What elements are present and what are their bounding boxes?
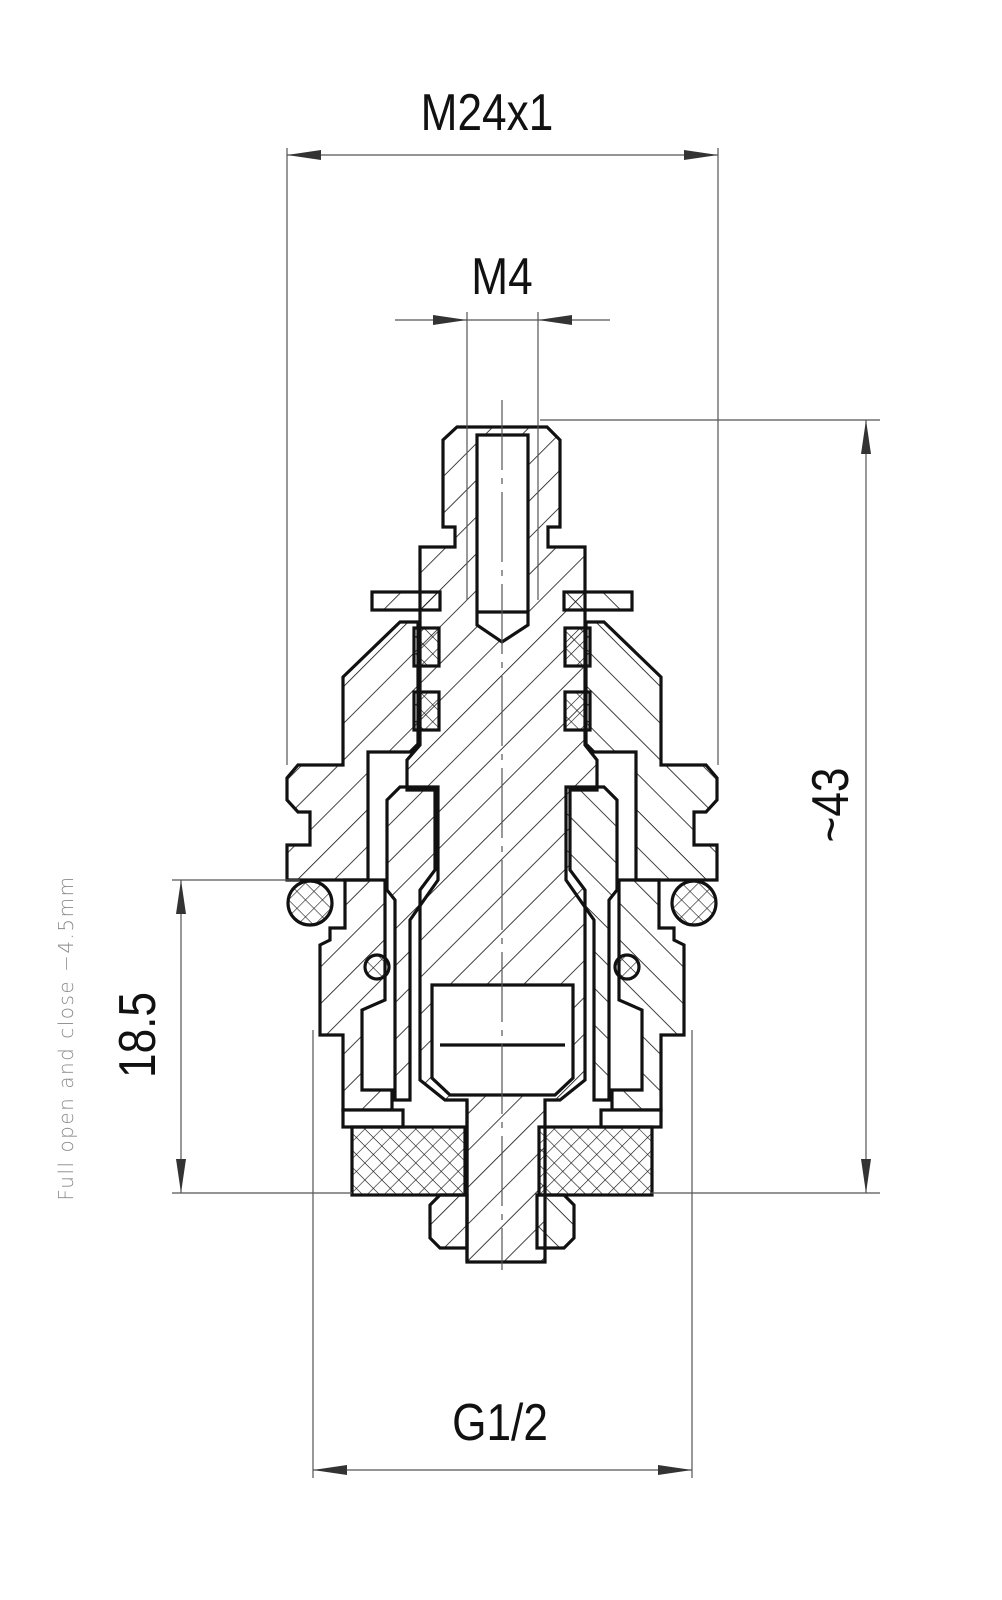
dim-label-height: ~43 <box>802 768 860 843</box>
o-ring-large <box>286 879 334 927</box>
dim-height: ~43 <box>540 419 880 1194</box>
knob-insert <box>350 1125 467 1197</box>
dim-label-stroke: 18.5 <box>109 992 167 1078</box>
o-ring-small <box>363 953 391 981</box>
dim-label-m24x1: M24x1 <box>421 84 554 142</box>
dim-m4: M4 <box>395 248 610 600</box>
stroke-note: Full open and close −4.5mm <box>54 875 78 1200</box>
body-lower <box>318 878 394 1112</box>
dim-label-m4: M4 <box>471 248 532 306</box>
dim-stroke: 18.5 <box>109 879 352 1194</box>
dim-label-g12: G1/2 <box>452 1394 548 1452</box>
spindle <box>405 425 599 1264</box>
dim-m24x1: M24x1 <box>286 84 719 765</box>
base-ring <box>341 1108 405 1129</box>
body-upper <box>285 620 420 882</box>
seal-2 <box>412 690 441 732</box>
washer <box>370 590 442 612</box>
dim-g12: G1/2 <box>312 1030 693 1478</box>
inner-sleeve <box>385 785 440 1102</box>
valve-half-left <box>285 590 469 1250</box>
bottom-nut <box>428 1193 469 1250</box>
insert-thread <box>430 983 575 1097</box>
seal-1 <box>412 626 441 668</box>
